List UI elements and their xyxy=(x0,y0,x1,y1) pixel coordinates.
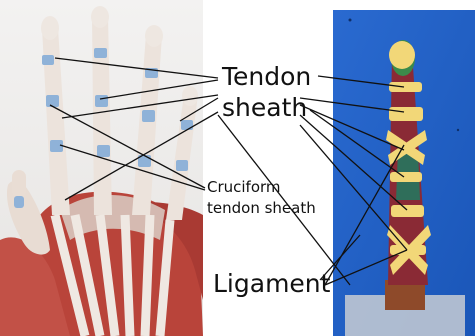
cruciform-label-line2: tendon sheath xyxy=(207,199,316,217)
cruciform-label-line1: Cruciform xyxy=(207,178,281,196)
ligament-label: Ligament xyxy=(213,269,330,298)
finger-model-photo xyxy=(333,10,475,336)
hand-anatomy-illustration xyxy=(0,0,203,336)
tendon-sheath-label-line2: sheath xyxy=(222,93,307,122)
tendon-sheath-label-line1: Tendon xyxy=(222,62,311,91)
